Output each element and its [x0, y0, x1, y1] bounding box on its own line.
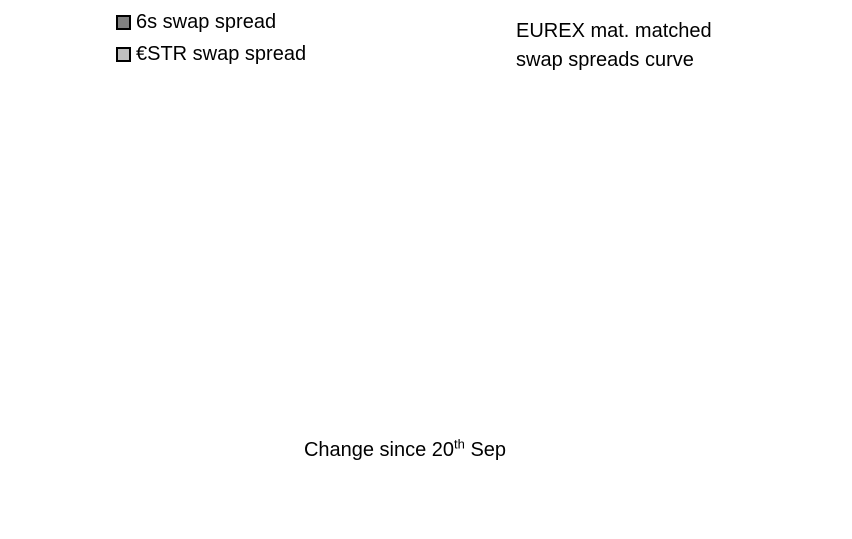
legend-label-estr: €STR swap spread [136, 42, 307, 65]
legend-label-6s: 6s swap spread [136, 10, 277, 33]
legend-swatch-estr-icon [116, 46, 131, 62]
change-annotation: Change since 20th Sep [280, 436, 530, 462]
legend-swatch-6s-icon [116, 14, 131, 30]
change-annotation-prefix: Change since 20 [303, 439, 455, 461]
legend-item-6s-swap-spread: 6s swap spread [116, 9, 306, 35]
curve-annotation: EUREX mat. matched swap spreads curve [516, 20, 712, 71]
legend-item-estr-swap-spread: €STR swap spread [116, 41, 306, 67]
change-annotation-suffix: Sep [464, 439, 507, 461]
chart-legend: 6s swap spread €STR swap spread [116, 9, 306, 67]
change-annotation-sup: th [454, 436, 465, 452]
